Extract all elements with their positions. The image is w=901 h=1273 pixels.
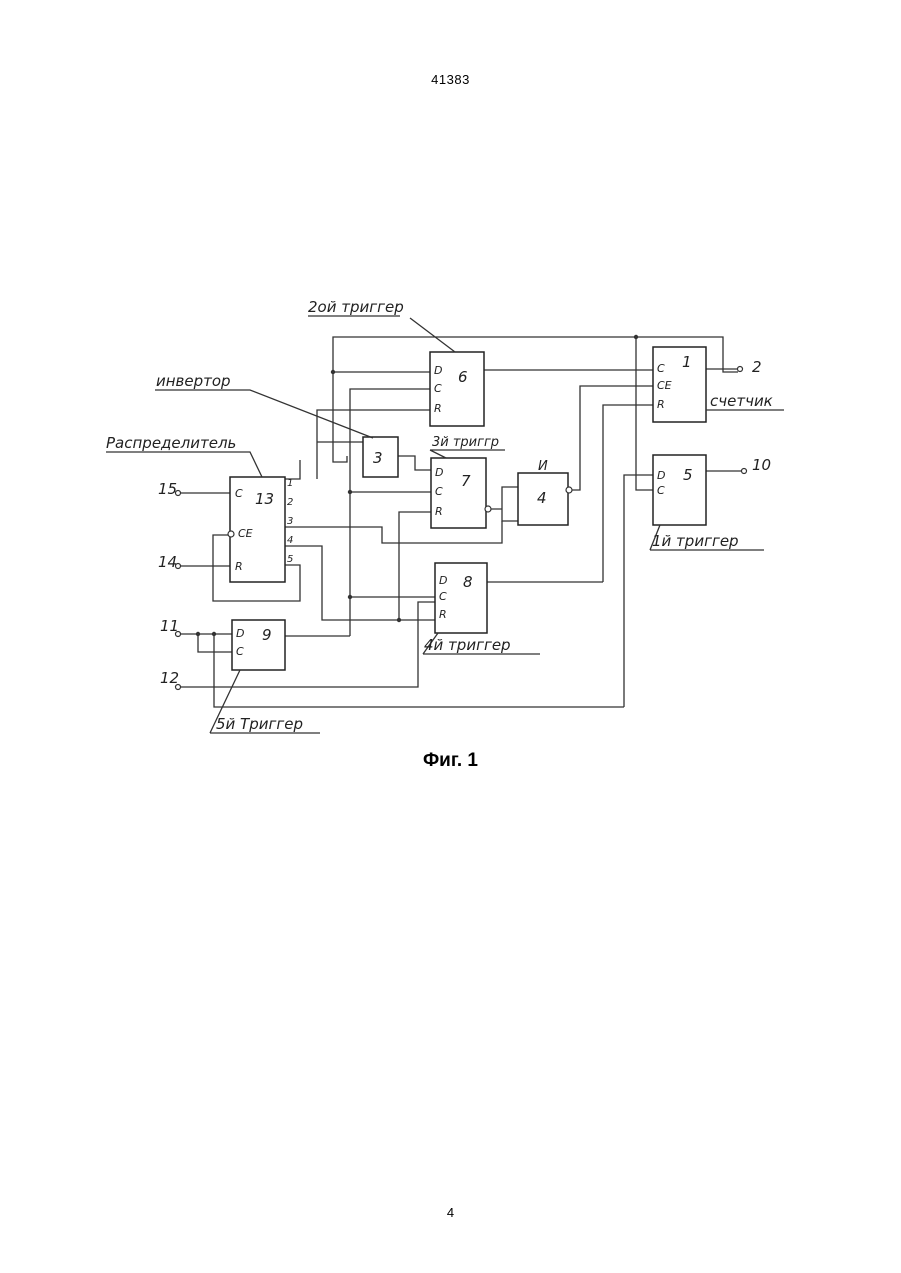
wire-dist-out-3 xyxy=(285,527,399,543)
callout-trigger-3: 3й триггр xyxy=(432,435,499,450)
distributor-out-4: 4 xyxy=(287,535,293,546)
wire-inv-to-t7 xyxy=(398,456,431,470)
trigger-4-pin-c: C xyxy=(439,590,447,603)
inverter-id: 3 xyxy=(373,449,383,467)
counter-id: 1 xyxy=(682,353,692,371)
junction xyxy=(196,632,200,636)
trigger-3-inverted-output xyxy=(485,506,491,512)
leader-trigger-2 xyxy=(308,316,455,352)
junction xyxy=(212,632,216,636)
distributor-id: 13 xyxy=(255,490,274,508)
figure-caption: Фиг. 1 xyxy=(0,750,901,772)
trigger-2-pin-d: D xyxy=(434,364,442,377)
distributor-pin-c: C xyxy=(235,487,243,500)
wire-dist-out-4 xyxy=(285,546,435,620)
trigger-2-id: 6 xyxy=(458,368,468,386)
trigger-4-pin-d: D xyxy=(439,574,447,587)
trigger-5-id: 9 xyxy=(262,626,272,644)
junction xyxy=(348,595,352,599)
callout-distributor: Распределитель xyxy=(106,434,236,452)
leader-inverter xyxy=(155,390,373,438)
and-gate-inverted-output xyxy=(566,487,572,493)
distributor-out-2: 2 xyxy=(287,497,293,508)
distributor-block: 13 C CE R 1 2 3 4 5 xyxy=(228,477,293,582)
trigger-1-block: 5 D C xyxy=(653,455,706,525)
junction xyxy=(331,370,335,374)
junction xyxy=(348,490,352,494)
trigger-3-block: 7 D C R xyxy=(431,458,491,528)
and-gate-symbol: И xyxy=(538,459,548,474)
trigger-3-pin-c: C xyxy=(435,485,443,498)
counter-block: 1 C CE R xyxy=(653,347,706,422)
wire-terminal-11 xyxy=(180,634,232,652)
inverter-block: 3 xyxy=(363,437,398,477)
and-gate-id: 4 xyxy=(537,489,547,507)
junction xyxy=(634,335,638,339)
junction xyxy=(397,618,401,622)
trigger-5-pin-d: D xyxy=(236,627,244,640)
page-number: 4 xyxy=(0,1205,901,1220)
terminal-14-label: 14 xyxy=(158,553,177,571)
trigger-5-pin-c: C xyxy=(236,645,244,658)
callout-trigger-2: 2ой триггер xyxy=(308,298,404,316)
counter-pin-ce: CE xyxy=(657,379,672,392)
distributor-out-5: 5 xyxy=(287,554,293,565)
trigger-2-pin-r: R xyxy=(434,402,442,415)
terminal-10-label: 10 xyxy=(752,456,771,474)
distributor-pin-ce: CE xyxy=(238,527,253,540)
trigger-3-pin-d: D xyxy=(435,466,443,479)
wire-terminal-12 xyxy=(180,602,435,687)
trigger-2-pin-c: C xyxy=(434,382,442,395)
wire-t7-to-and xyxy=(491,487,518,521)
callout-counter: счетчик xyxy=(710,392,773,410)
terminal-2-label: 2 xyxy=(752,358,762,376)
trigger-3-pin-r: R xyxy=(435,505,443,518)
trigger-4-pin-r: R xyxy=(439,608,447,621)
trigger-2-block: 6 D C R xyxy=(430,352,484,426)
trigger-4-block: 8 D C R xyxy=(435,563,487,633)
leader-trigger-3 xyxy=(430,450,505,458)
trigger-1-pin-c: C xyxy=(657,484,665,497)
and-gate-block: 4 И xyxy=(518,459,572,525)
distributor-out-3: 3 xyxy=(287,516,293,527)
callout-trigger-4: 4й триггер xyxy=(424,636,511,654)
callout-trigger-5: 5й Триггер xyxy=(216,715,303,733)
distributor-out-1: 1 xyxy=(287,478,293,489)
terminal-15-label: 15 xyxy=(158,480,177,498)
trigger-4-id: 8 xyxy=(463,573,473,591)
callout-trigger-1: 1й триггер xyxy=(652,532,739,550)
terminal-2-dot xyxy=(738,367,743,372)
trigger-5-block: 9 D C xyxy=(232,620,285,670)
distributor-ce-inverted xyxy=(228,531,234,537)
wire-bus-to-t7-d xyxy=(333,455,347,462)
trigger-1-pin-d: D xyxy=(657,469,665,482)
terminal-10-dot xyxy=(742,469,747,474)
trigger-3-id: 7 xyxy=(461,472,471,490)
wire-counter-r xyxy=(603,405,653,582)
terminal-11-label: 11 xyxy=(160,617,179,635)
leader-distributor xyxy=(106,452,262,477)
trigger-1-id: 5 xyxy=(683,466,693,484)
callout-inverter: инвертор xyxy=(156,372,231,390)
wire-bus-right xyxy=(624,337,653,707)
counter-pin-c: C xyxy=(657,362,665,375)
terminal-12-label: 12 xyxy=(160,669,179,687)
distributor-pin-r: R xyxy=(235,560,243,573)
counter-pin-r: R xyxy=(657,398,665,411)
